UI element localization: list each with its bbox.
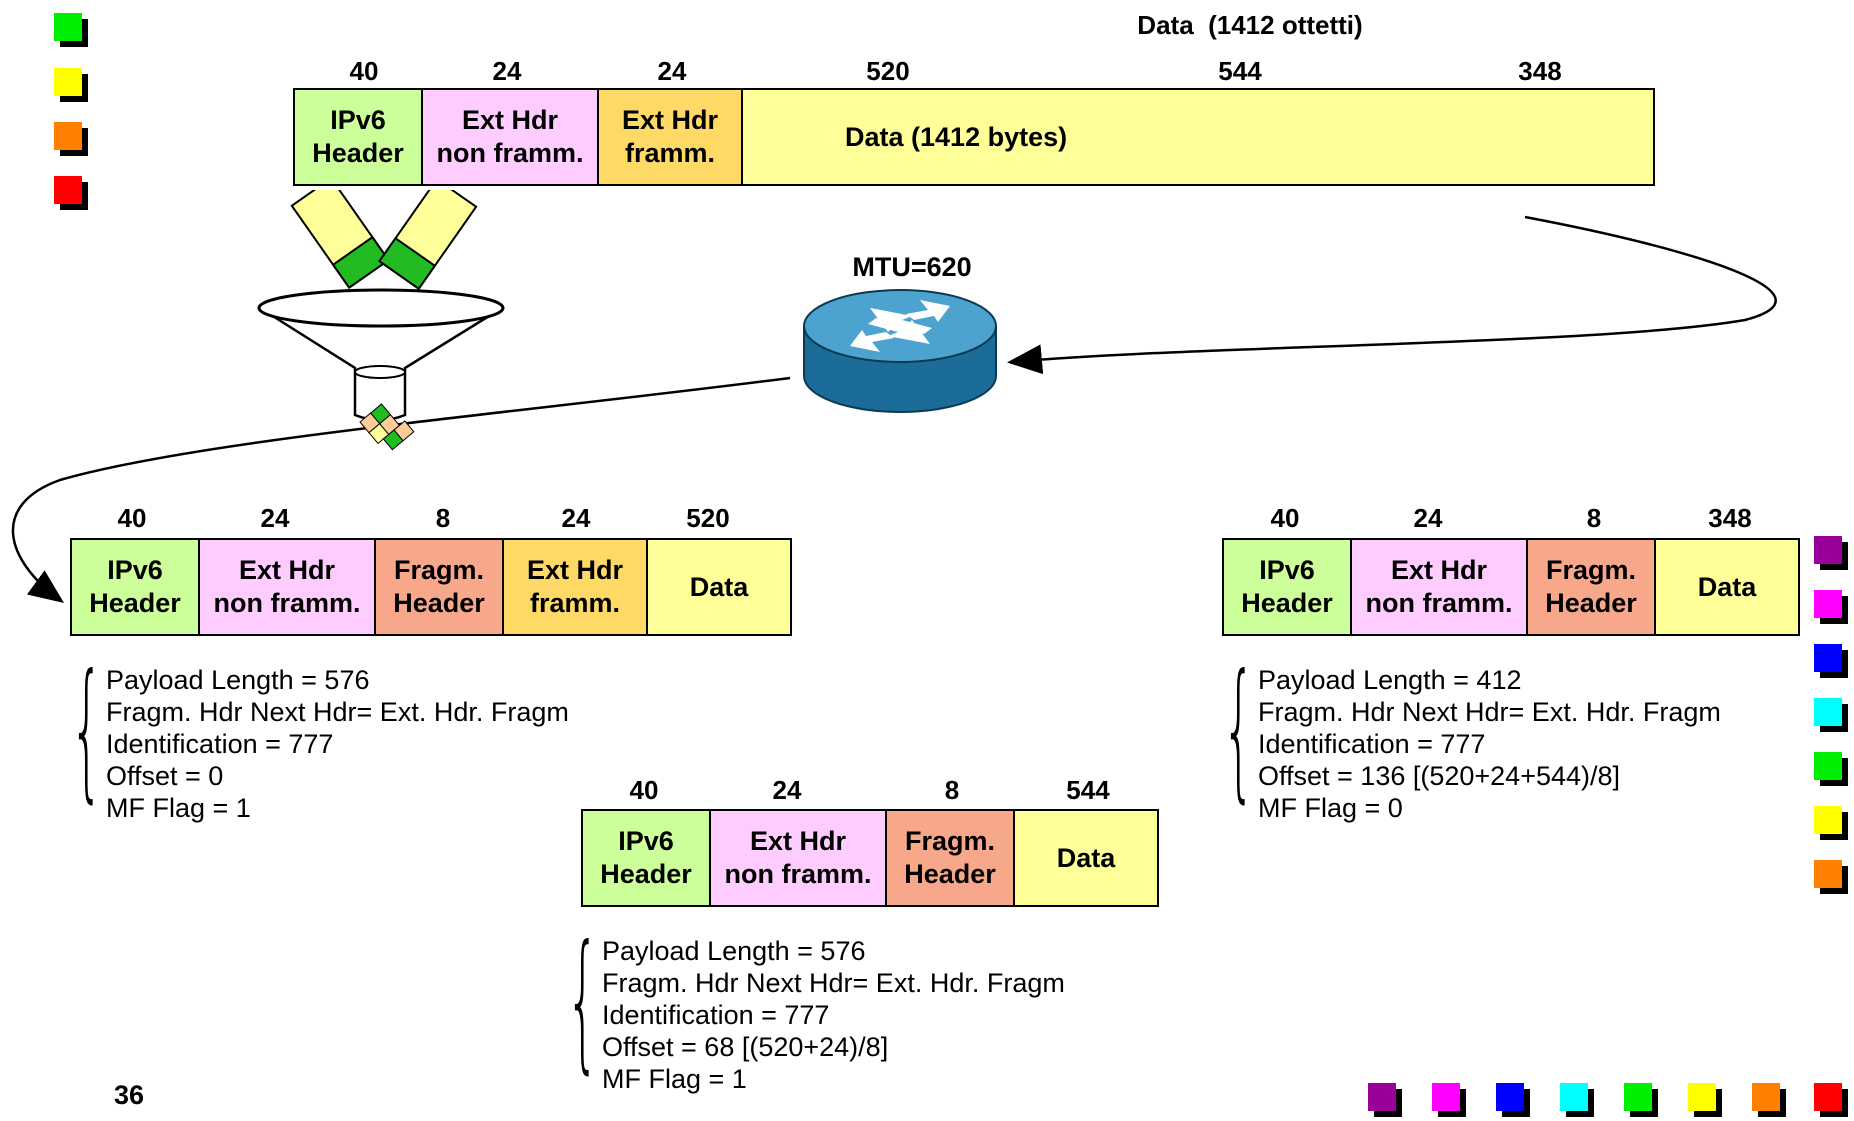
mf-flag: MF Flag = 0 xyxy=(1258,793,1403,823)
data-cell: Data xyxy=(646,538,792,636)
ipv6-header-cell: IPv6 Header xyxy=(70,538,200,636)
deco-square-green xyxy=(1814,752,1842,780)
next-header: Fragm. Hdr Next Hdr= Ext. Hdr. Fragm xyxy=(106,697,569,727)
offset: Offset = 68 [(520+24)/8] xyxy=(602,1032,889,1062)
deco-square-blue xyxy=(1814,644,1842,672)
deco-square-green xyxy=(54,13,82,41)
fragment-header-cell: Fragm. Header xyxy=(885,809,1015,907)
info-brace: { xyxy=(1222,643,1256,817)
deco-square-cyan xyxy=(1560,1083,1588,1111)
offset: Offset = 136 [(520+24+544)/8] xyxy=(1258,761,1621,791)
funnel-icon xyxy=(257,190,505,451)
fragment3-info: Payload Length = 412 Fragm. Hdr Next Hdr… xyxy=(1258,664,1721,824)
deco-square-orange xyxy=(1752,1083,1780,1111)
mf-flag: MF Flag = 1 xyxy=(106,793,251,823)
payload-length: Payload Length = 576 xyxy=(602,936,866,966)
size-label: 8 xyxy=(1586,503,1602,533)
data-cell-label: Data (1412 bytes) xyxy=(845,121,1068,152)
size-label: 24 xyxy=(492,56,522,86)
size-label: 40 xyxy=(117,503,147,533)
page-number: 36 xyxy=(114,1080,145,1110)
mf-flag: MF Flag = 1 xyxy=(602,1064,747,1094)
ext-hdr-frag-cell: Ext Hdr framm. xyxy=(502,538,648,636)
data-cell: Data (1412 bytes) xyxy=(741,88,1655,186)
deco-square-red xyxy=(1814,1083,1842,1111)
identification: Identification = 777 xyxy=(1258,729,1486,759)
data-cell: Data xyxy=(1654,538,1800,636)
deco-square-yellow xyxy=(54,68,82,96)
deco-square-magenta xyxy=(1814,590,1842,618)
size-label: 544 xyxy=(1066,775,1110,805)
size-label: 24 xyxy=(657,56,687,86)
ipv6-header-cell: IPv6 Header xyxy=(1222,538,1352,636)
identification: Identification = 777 xyxy=(602,1000,830,1030)
fragment-header-cell: Fragm. Header xyxy=(1526,538,1656,636)
mtu-label: MTU=620 xyxy=(852,252,972,282)
fragment2-info: Payload Length = 576 Fragm. Hdr Next Hdr… xyxy=(602,935,1065,1095)
size-label: 24 xyxy=(772,775,802,805)
size-label: 348 xyxy=(1708,503,1752,533)
deco-square-blue xyxy=(1496,1083,1524,1111)
payload-length: Payload Length = 412 xyxy=(1258,665,1522,695)
top-title: Data (1412 ottetti) xyxy=(1137,10,1363,40)
ext-hdr-frag-cell: Ext Hdr framm. xyxy=(597,88,743,186)
deco-square-purple xyxy=(1814,536,1842,564)
ipv6-header-cell: IPv6 Header xyxy=(293,88,423,186)
size-label: 348 xyxy=(1518,56,1562,86)
deco-square-yellow xyxy=(1688,1083,1716,1111)
size-label: 40 xyxy=(629,775,659,805)
identification: Identification = 777 xyxy=(106,729,334,759)
size-label: 8 xyxy=(944,775,960,805)
deco-square-red xyxy=(54,176,82,204)
size-label: 40 xyxy=(349,56,379,86)
router-icon xyxy=(803,289,997,413)
offset: Offset = 0 xyxy=(106,761,224,791)
ext-hdr-nonfrag-cell: Ext Hdr non framm. xyxy=(1350,538,1528,636)
data-cell: Data xyxy=(1013,809,1159,907)
deco-square-orange xyxy=(54,122,82,150)
deco-square-cyan xyxy=(1814,698,1842,726)
payload-length: Payload Length = 576 xyxy=(106,665,370,695)
size-label: 520 xyxy=(866,56,910,86)
size-label: 40 xyxy=(1270,503,1300,533)
deco-square-magenta xyxy=(1432,1083,1460,1111)
next-header: Fragm. Hdr Next Hdr= Ext. Hdr. Fragm xyxy=(1258,697,1721,727)
ext-hdr-nonfrag-cell: Ext Hdr non framm. xyxy=(709,809,887,907)
fragment1-info: Payload Length = 576 Fragm. Hdr Next Hdr… xyxy=(106,664,569,824)
size-label: 8 xyxy=(435,503,451,533)
size-label: 24 xyxy=(260,503,290,533)
deco-square-purple xyxy=(1368,1083,1396,1111)
fragment-header-cell: Fragm. Header xyxy=(374,538,504,636)
size-label: 24 xyxy=(1413,503,1443,533)
ipv6-header-cell: IPv6 Header xyxy=(581,809,711,907)
size-label: 544 xyxy=(1218,56,1262,86)
deco-square-green xyxy=(1624,1083,1652,1111)
info-brace: { xyxy=(70,643,104,817)
size-label: 24 xyxy=(561,503,591,533)
next-header: Fragm. Hdr Next Hdr= Ext. Hdr. Fragm xyxy=(602,968,1065,998)
ext-hdr-nonfrag-cell: Ext Hdr non framm. xyxy=(198,538,376,636)
info-brace: { xyxy=(566,914,600,1088)
ext-hdr-nonfrag-cell: Ext Hdr non framm. xyxy=(421,88,599,186)
deco-square-orange xyxy=(1814,860,1842,888)
deco-square-yellow xyxy=(1814,806,1842,834)
size-label: 520 xyxy=(686,503,730,533)
